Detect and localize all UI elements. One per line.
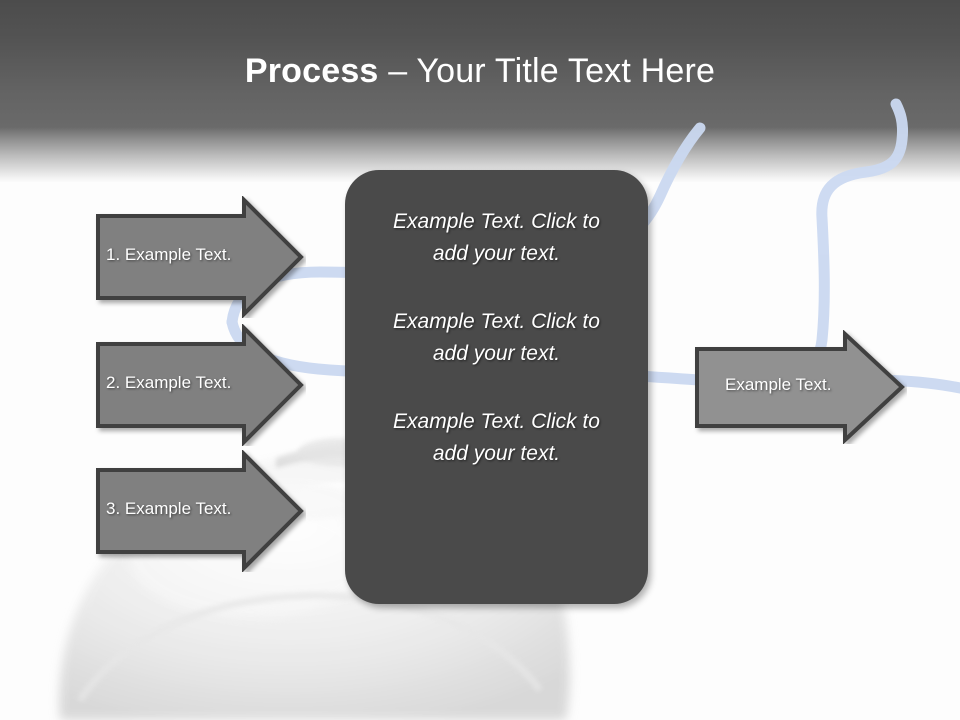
page-title: Process – Your Title Text Here xyxy=(0,50,960,92)
header-band xyxy=(0,0,960,127)
output-arrow[interactable]: Example Text. xyxy=(693,330,907,444)
center-paragraph: Example Text. Click to add your text. xyxy=(393,210,600,265)
process-arrow-2[interactable]: 2. Example Text. xyxy=(94,324,306,446)
page-title-bold: Process xyxy=(244,52,379,90)
center-paragraph: Example Text. Click to add your text. xyxy=(393,310,600,365)
center-content-box[interactable]: Example Text. Click to add your text. Ex… xyxy=(345,170,648,604)
process-arrow-1[interactable]: 1. Example Text. xyxy=(94,196,306,318)
page-title-rest: – Your Title Text Here xyxy=(378,52,716,90)
process-arrow-3[interactable]: 3. Example Text. xyxy=(94,450,306,572)
center-paragraph: Example Text. Click to add your text. xyxy=(393,410,600,465)
